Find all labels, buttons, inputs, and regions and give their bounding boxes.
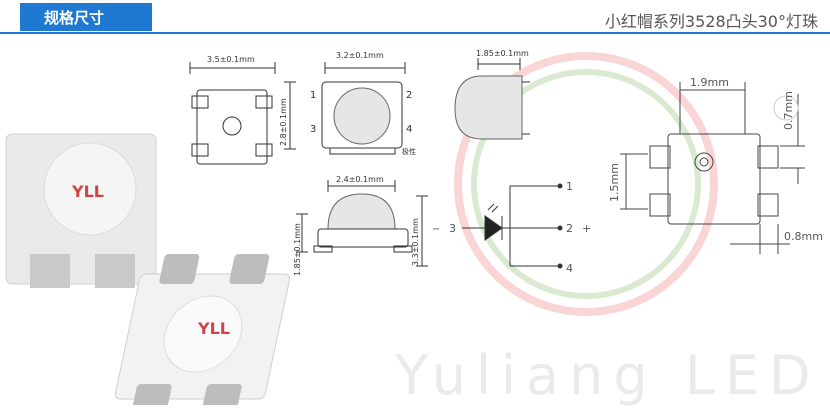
- polarity-mark: 极性: [402, 147, 416, 156]
- schematic-minus: −: [432, 224, 440, 235]
- schematic-pin-4: 4: [566, 262, 573, 275]
- pin-1: 1: [310, 90, 316, 101]
- dim-front-width: 3.2±0.1mm: [336, 51, 384, 60]
- product-title: 小红帽系列3528凸头30°灯珠: [604, 12, 818, 31]
- dim-bottom-length: 3.3±0.1mm: [411, 218, 420, 266]
- schematic-pin-1: 1: [566, 180, 573, 193]
- drawing-front-view: [284, 62, 406, 155]
- dim-bottom-height: 1.85±0.1mm: [293, 223, 302, 276]
- pin-2: 2: [406, 90, 412, 101]
- watermark: Yuliang LED: [395, 344, 821, 407]
- header: 规格尺寸 小红帽系列3528凸头30°灯珠: [0, 0, 830, 34]
- schematic-pin-3: 3: [449, 222, 456, 235]
- pad-layout-drawing: [620, 82, 805, 254]
- dimension-drawings: YLL YLL 3.5±0.1mm: [5, 49, 823, 409]
- section-tab: 规格尺寸: [20, 3, 152, 31]
- dim-side-depth: 1.85±0.1mm: [476, 49, 529, 58]
- photo-logo: YLL: [71, 182, 104, 201]
- circuit-schematic: [462, 183, 563, 269]
- drawing-top-view: [189, 62, 276, 165]
- pad-gap: 0.8mm: [784, 230, 823, 243]
- dim-front-height: 2.8±0.1mm: [279, 98, 288, 146]
- schematic-pin-2: 2: [566, 222, 573, 235]
- dim-bottom-width: 2.4±0.1mm: [336, 175, 384, 184]
- pin-3: 3: [310, 124, 316, 135]
- spec-drawing-area: Yuliang LED YLL YLL: [0, 34, 830, 409]
- dim-top-width: 3.5±0.1mm: [207, 55, 255, 64]
- pin-4: 4: [406, 124, 412, 135]
- product-photo: YLL YLL: [5, 133, 291, 409]
- drawing-side-view: [454, 58, 530, 140]
- pad-pitch: 1.5mm: [608, 163, 621, 202]
- schematic-plus: +: [582, 222, 591, 235]
- pad-height: 0.7mm: [782, 91, 795, 130]
- pad-width: 1.9mm: [690, 76, 729, 89]
- drawing-profile-view: [296, 180, 428, 267]
- logo-watermark: [454, 52, 718, 316]
- photo-logo-front: YLL: [197, 319, 230, 338]
- header-rule: [0, 32, 830, 34]
